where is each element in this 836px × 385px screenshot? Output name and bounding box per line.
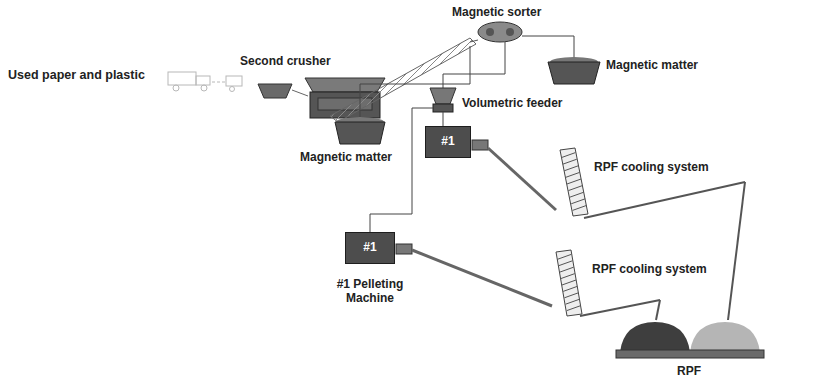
machine-number: #1: [363, 241, 376, 254]
screw-flight: [567, 179, 581, 184]
feed-line: [292, 90, 308, 96]
rpf-conveyor: [584, 182, 745, 218]
rpf-conveyor: [656, 300, 660, 320]
screw-flight: [558, 261, 572, 266]
truck-icons: [168, 72, 242, 92]
cooling-screw: [556, 250, 582, 316]
machine-caption: #1 Pelleting Machine: [320, 277, 420, 306]
magnetic-matter-bin: [335, 117, 385, 144]
input-label: Used paper and plastic: [8, 68, 145, 83]
magnetic-sorter: [470, 22, 522, 42]
screw-flight: [561, 274, 575, 279]
screw-flight: [564, 293, 578, 298]
rpf-conveyor: [728, 182, 745, 320]
product-label: RPF: [677, 364, 701, 378]
output-conveyor: [488, 148, 556, 210]
screw-flight: [571, 199, 585, 204]
rpf-conveyor: [580, 300, 660, 316]
feed-line: [443, 42, 505, 88]
cooling-screw: [560, 148, 588, 216]
inclined-conveyor: [330, 38, 476, 122]
part-label: RPF cooling system: [594, 160, 709, 174]
rpf-piles: [616, 322, 764, 358]
screw-flight: [568, 186, 582, 191]
screw-flight: [563, 286, 577, 291]
magnetic-matter-bin: [548, 57, 600, 84]
discharge-line: [360, 46, 470, 118]
first-crusher: [258, 84, 292, 98]
part-label: Magnetic sorter: [452, 5, 541, 19]
part-label: Magnetic matter: [300, 150, 392, 164]
die-outlet: [472, 140, 488, 150]
screw-flight: [567, 306, 581, 311]
screw-flight: [570, 192, 584, 197]
discharge-line: [522, 36, 574, 58]
part-label: Magnetic matter: [606, 58, 698, 72]
part-label: Volumetric feeder: [462, 96, 562, 110]
output-conveyor: [412, 250, 552, 306]
feed-line: [443, 112, 444, 126]
pelleting-machine: #1: [425, 126, 471, 158]
screw-flight: [562, 280, 576, 285]
screw-flight: [566, 299, 580, 304]
screw-flight: [563, 159, 577, 164]
screw-flight: [561, 153, 575, 158]
screw-flight: [573, 205, 587, 210]
screw-flight: [566, 172, 580, 177]
pelleting-machine: #1#1 Pelleting Machine: [345, 232, 395, 264]
screw-flight: [557, 254, 571, 259]
feed-line: [370, 108, 433, 232]
volumetric-feeder: [430, 88, 456, 112]
screw-flight: [560, 267, 574, 272]
part-label: Second crusher: [240, 54, 331, 68]
machine-number: #1: [441, 135, 454, 148]
die-outlet: [396, 244, 412, 254]
screw-flight: [564, 166, 578, 171]
part-label: RPF cooling system: [592, 262, 707, 276]
